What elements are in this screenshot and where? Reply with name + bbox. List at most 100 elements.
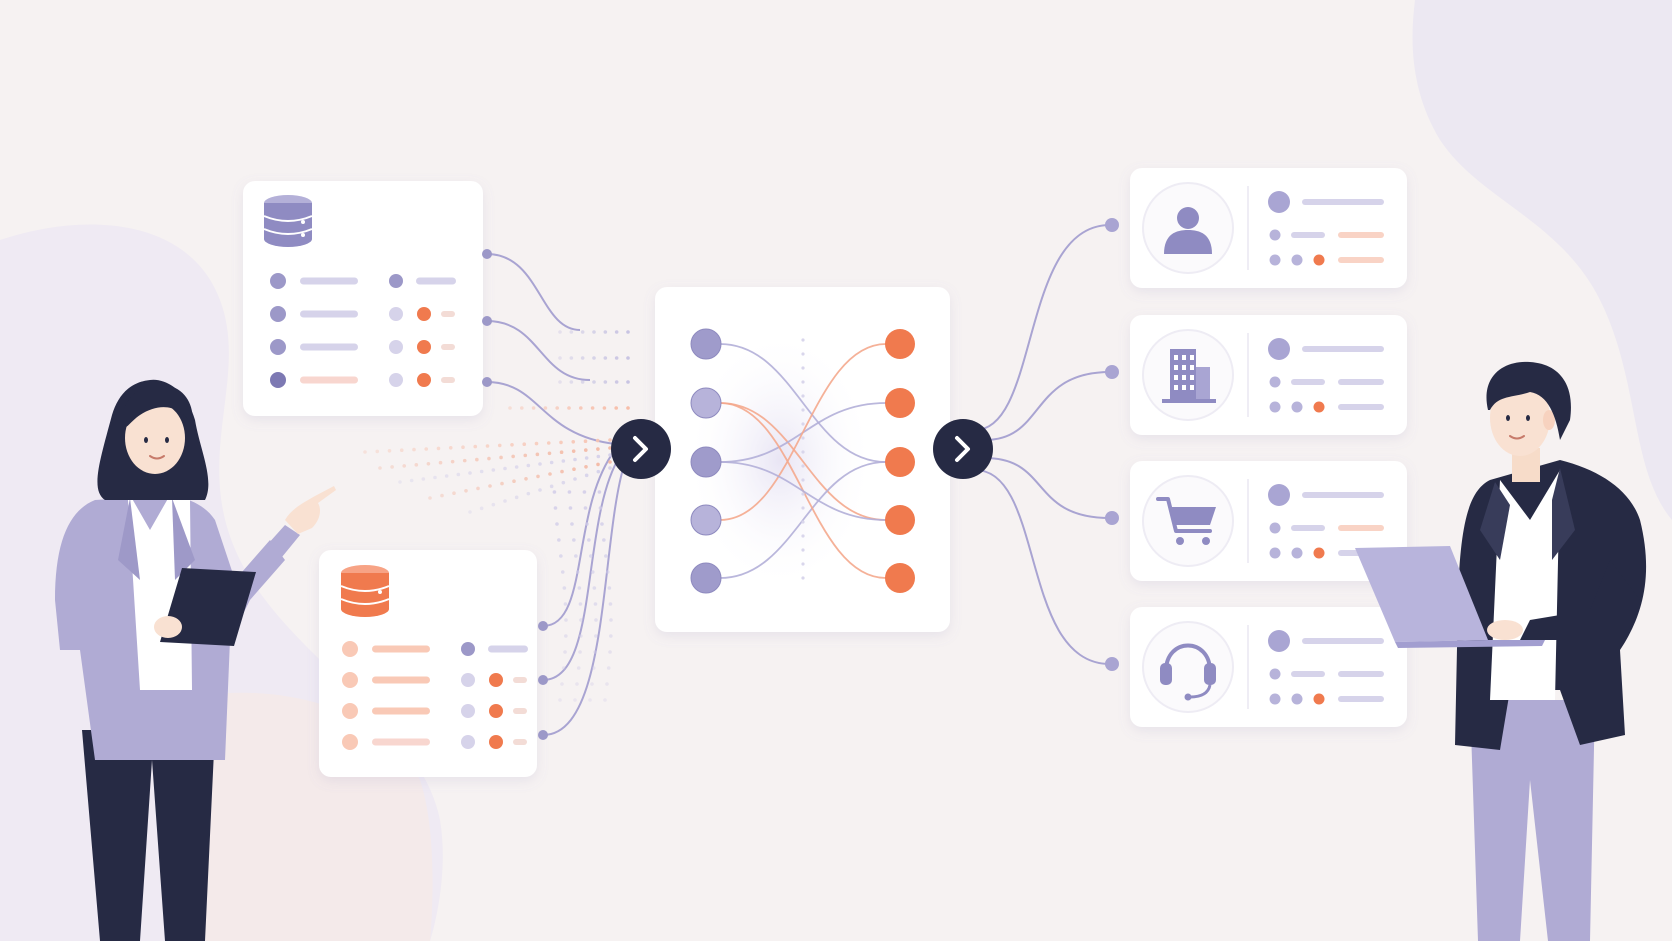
chevron-right-icon bbox=[955, 436, 970, 462]
guide-dot bbox=[801, 450, 805, 454]
particle-dot bbox=[579, 406, 583, 410]
particle-dot bbox=[605, 682, 609, 686]
guide-dot bbox=[801, 492, 805, 496]
guide-dot bbox=[801, 576, 805, 580]
particle-dot bbox=[582, 490, 587, 494]
particle-dot bbox=[626, 380, 630, 384]
destination-connectors bbox=[974, 224, 1111, 665]
particle-dot bbox=[603, 380, 608, 384]
row-dot bbox=[270, 273, 286, 289]
building-window bbox=[1182, 375, 1186, 380]
hub-output-node bbox=[885, 563, 915, 593]
particle-dot bbox=[626, 406, 630, 410]
mapping-line bbox=[719, 461, 887, 521]
particle-dot bbox=[569, 330, 574, 334]
particle-dot bbox=[578, 650, 582, 654]
particle-dot bbox=[438, 460, 443, 465]
row-dot-secondary bbox=[389, 307, 403, 321]
info-dot bbox=[1269, 401, 1281, 413]
particle-dot bbox=[605, 570, 610, 574]
building-window bbox=[1182, 365, 1186, 370]
particle-dot bbox=[596, 447, 600, 451]
particle-dot bbox=[594, 618, 598, 622]
particle-dot bbox=[573, 477, 577, 481]
particle-dot bbox=[531, 406, 536, 410]
particle-dot bbox=[590, 406, 595, 410]
particle-dot bbox=[499, 455, 503, 460]
info-dot bbox=[1269, 254, 1281, 266]
particle-dot bbox=[584, 465, 588, 469]
particle-dot bbox=[512, 479, 516, 484]
particle-dot bbox=[523, 453, 528, 458]
cart-basket bbox=[1171, 507, 1216, 525]
row-bar bbox=[300, 277, 358, 285]
particle-dot bbox=[572, 467, 576, 472]
particle-dot bbox=[399, 448, 404, 453]
particle-dot bbox=[436, 446, 441, 451]
building-icon bbox=[1162, 349, 1216, 403]
particle-dot bbox=[514, 495, 519, 500]
particle-dot bbox=[398, 480, 402, 484]
building-wing bbox=[1196, 367, 1210, 401]
destination-cards bbox=[1105, 168, 1407, 727]
particle-dot bbox=[485, 444, 490, 448]
info-dot bbox=[1269, 547, 1281, 559]
particle-dot bbox=[578, 602, 583, 606]
guide-dot bbox=[801, 422, 805, 426]
guide-dot bbox=[801, 562, 805, 566]
particle-dot bbox=[588, 698, 592, 702]
particle-dot bbox=[567, 406, 571, 410]
row-dot bbox=[270, 339, 286, 355]
arrow-out-button[interactable] bbox=[933, 419, 993, 479]
particle-dot bbox=[590, 570, 595, 574]
info-bar bbox=[1338, 525, 1384, 531]
particle-dot bbox=[568, 506, 573, 510]
particle-dot bbox=[607, 586, 612, 590]
particle-dot bbox=[558, 356, 562, 360]
particle-dot bbox=[573, 698, 577, 702]
info-bar bbox=[1291, 525, 1325, 531]
row-bar bbox=[300, 343, 358, 351]
info-bar bbox=[1338, 404, 1384, 410]
particle-dot bbox=[584, 473, 589, 478]
particle-dot bbox=[414, 463, 419, 467]
icon-badge bbox=[1142, 621, 1234, 713]
particle-dot bbox=[559, 450, 564, 455]
guide-dot bbox=[801, 464, 805, 468]
particle-dot bbox=[626, 330, 630, 334]
particle-dot bbox=[580, 380, 585, 384]
row-dot-accent bbox=[417, 340, 431, 354]
mapping-line bbox=[719, 343, 887, 521]
row-dot-accent bbox=[489, 704, 503, 718]
record-row bbox=[342, 703, 527, 719]
row-bar bbox=[441, 344, 455, 350]
particle-dot bbox=[614, 380, 619, 384]
particle-dot bbox=[602, 538, 606, 542]
particle-dot bbox=[602, 406, 607, 410]
particle-dot bbox=[580, 356, 585, 360]
woman-figure bbox=[55, 379, 336, 941]
record-row bbox=[270, 339, 455, 355]
particle-dot bbox=[452, 491, 456, 496]
particle-dot bbox=[583, 448, 588, 452]
laptop-icon bbox=[1355, 546, 1545, 648]
particle-dot bbox=[468, 510, 472, 514]
particle-dot bbox=[590, 682, 594, 686]
particle-dot bbox=[433, 475, 437, 480]
particle-dot bbox=[421, 477, 426, 481]
particle-dot bbox=[567, 490, 572, 494]
info-dot bbox=[1291, 401, 1303, 413]
source-a-rows bbox=[270, 273, 456, 388]
woman-face bbox=[125, 402, 185, 474]
destination-card-commerce bbox=[1105, 461, 1407, 581]
arrow-in-button[interactable] bbox=[611, 419, 671, 479]
cart-frame bbox=[1156, 497, 1212, 533]
record-row bbox=[342, 734, 527, 750]
building-window bbox=[1174, 375, 1178, 380]
connector-endpoint bbox=[1105, 511, 1119, 525]
guide-dot bbox=[801, 338, 805, 342]
info-bar bbox=[1302, 492, 1384, 498]
tablet-icon bbox=[160, 568, 256, 646]
particle-dot bbox=[561, 666, 566, 670]
